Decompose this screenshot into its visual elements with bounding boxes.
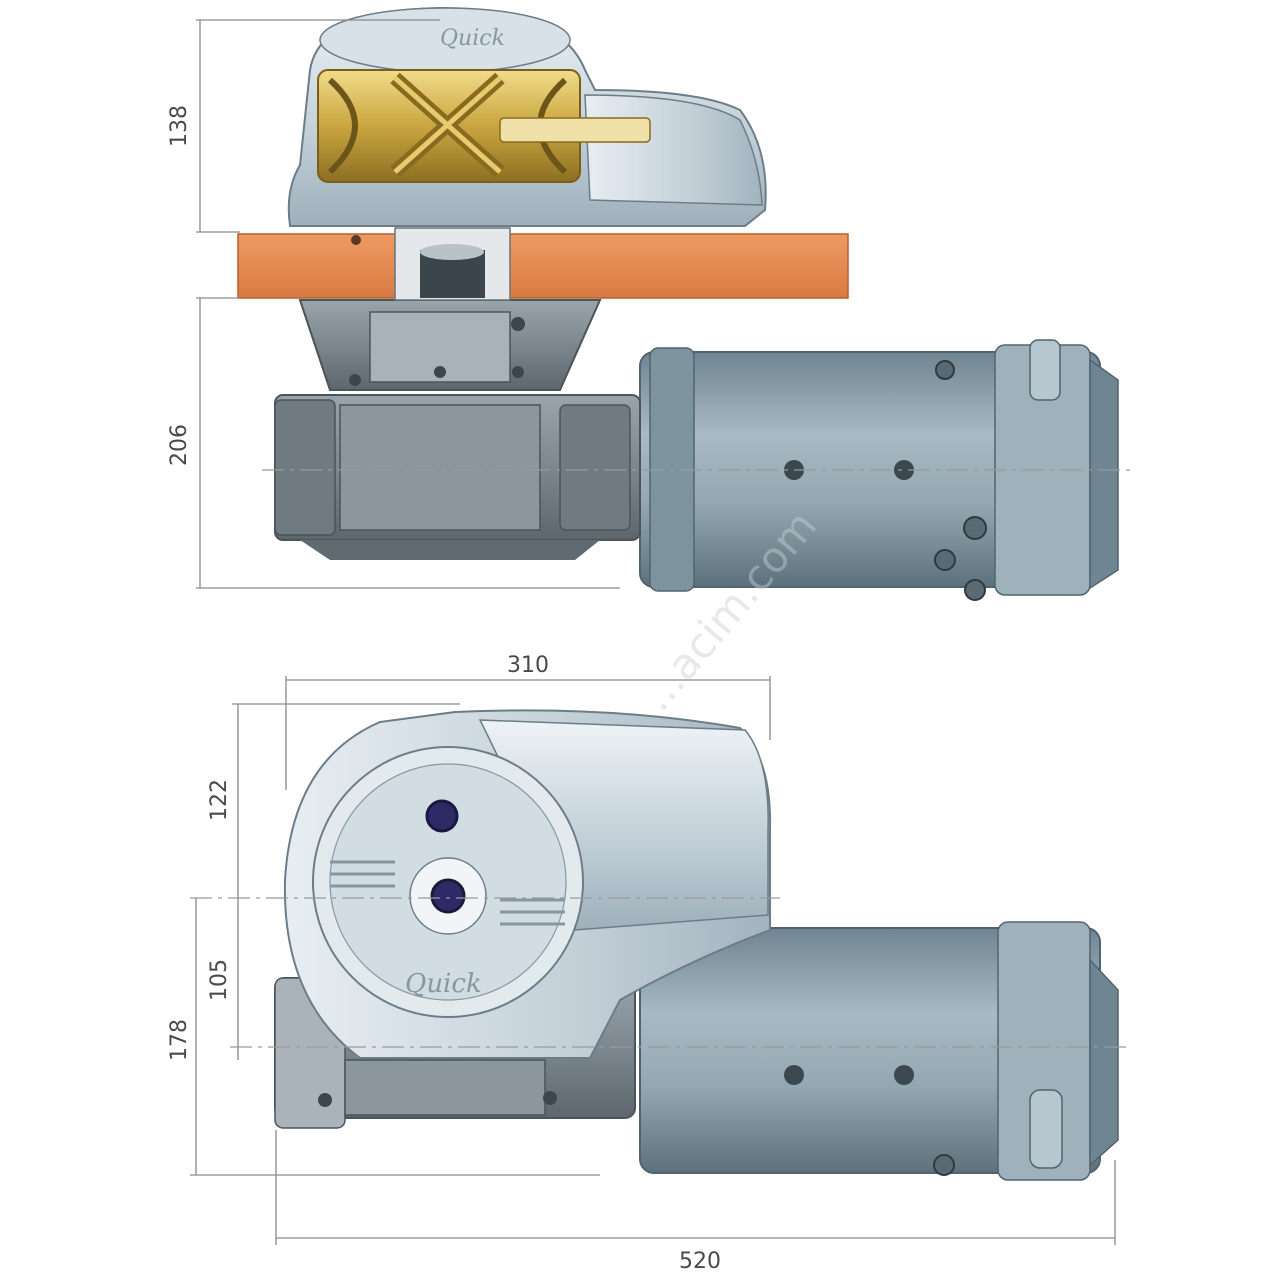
dim-overall-width: 520 — [679, 1249, 721, 1274]
gearbox-side — [274, 299, 641, 560]
cover-grille — [330, 860, 565, 926]
side-dimension-lines — [196, 19, 620, 589]
dim-side-top-height: 138 — [167, 105, 192, 147]
dim-top-middle: 105 — [207, 959, 232, 1001]
dim-top-lower: 178 — [167, 1019, 192, 1061]
main-shaft-icon — [430, 878, 466, 914]
dim-side-lower-height: 206 — [167, 424, 192, 466]
top-dimension-lines — [190, 676, 1116, 1245]
brand-logo-side: Quick — [440, 26, 505, 51]
brand-logo-top: Quick — [405, 969, 482, 999]
side-view: Quick 138 206 — [167, 6, 1130, 601]
clutch-cap-icon — [425, 799, 459, 833]
dim-top-width: 310 — [507, 653, 549, 678]
windlass-head: Quick — [287, 6, 767, 227]
top-view: Quick 310 122 105 178 520 — [167, 653, 1130, 1274]
deck-plate — [237, 227, 849, 301]
dim-top-upper: 122 — [207, 779, 232, 821]
motor-top — [639, 921, 1119, 1181]
housing-top: Quick — [283, 709, 772, 1059]
